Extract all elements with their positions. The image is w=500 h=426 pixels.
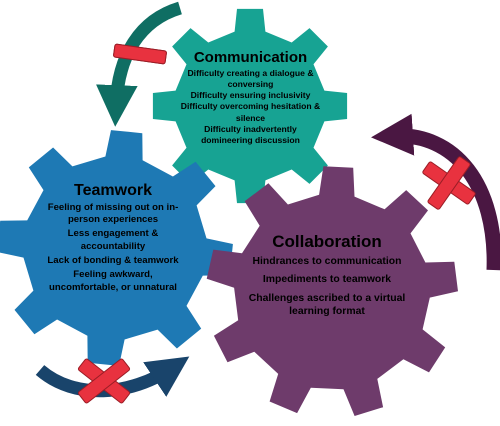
collaboration-item: Hindrances to communication [252, 255, 402, 267]
communication-items: Difficulty creating a dialogue & convers… [178, 68, 323, 146]
teamwork-text: Teamwork Feeling of missing out on in-pe… [38, 182, 188, 296]
cycle-arrow-top-left [96, 1, 183, 127]
collaboration-gear [206, 166, 458, 416]
communication-text: Communication Difficulty creating a dial… [178, 50, 323, 146]
teamwork-items: Feeling of missing out on in-person expe… [38, 202, 188, 294]
communication-title: Communication [193, 49, 308, 66]
collaboration-items: Hindrances to communication Impediments … [248, 255, 406, 319]
communication-item: Difficulty inadvertently domineering dis… [201, 123, 300, 145]
communication-item: Difficulty ensuring inclusivity [190, 90, 311, 101]
teamwork-item: Feeling of missing out on in-person expe… [47, 201, 179, 226]
collaboration-title: Collaboration [272, 232, 382, 251]
communication-gear [152, 8, 348, 204]
cross-icon [77, 358, 131, 404]
cross-icon [113, 43, 167, 65]
cross-icon [422, 156, 476, 210]
communication-item: Difficulty overcoming hesitation & silen… [180, 101, 321, 123]
cycle-arrow-right [371, 113, 500, 271]
teamwork-item: Less engagement & accountability [67, 228, 159, 252]
teamwork-title: Teamwork [74, 182, 152, 199]
collaboration-item: Impediments to teamwork [262, 274, 392, 286]
communication-item: Difficulty creating a dialogue & convers… [187, 67, 314, 89]
teamwork-item: Lack of bonding & teamwork [47, 254, 179, 266]
collaboration-item: Challenges ascribed to a virtual learnin… [248, 292, 406, 318]
teamwork-gear [0, 130, 233, 366]
teamwork-item: Feeling awkward, uncomfortable, or unnat… [49, 269, 177, 293]
collaboration-text: Collaboration Hindrances to communicatio… [248, 233, 406, 323]
